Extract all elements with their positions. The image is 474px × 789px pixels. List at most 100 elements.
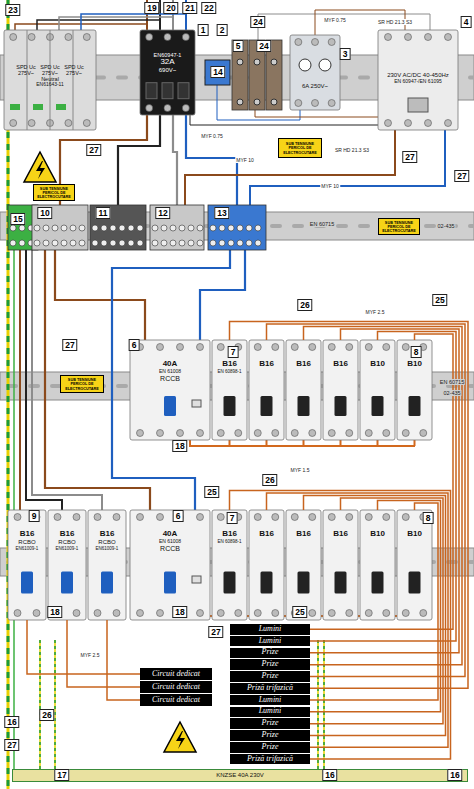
terminal-screw xyxy=(425,120,432,127)
device-body xyxy=(212,510,247,620)
callout-number: 13 xyxy=(214,207,229,219)
terminal-screw xyxy=(137,610,144,617)
wire-label: MYF 0.75 xyxy=(200,133,224,139)
callout-number: 11 xyxy=(96,207,111,219)
terminal-screw xyxy=(272,344,279,351)
device-mcb: B16 xyxy=(249,510,284,620)
terminal-block xyxy=(205,60,230,85)
terminal-screw xyxy=(128,240,134,246)
module-divider xyxy=(27,30,28,130)
circuit-wire xyxy=(230,491,451,760)
terminal-screw xyxy=(420,430,427,437)
toggle-lever xyxy=(224,396,236,416)
device-text: B10 xyxy=(369,530,386,539)
callout-number: 27 xyxy=(402,151,417,163)
terminal-screw xyxy=(309,610,316,617)
terminal-screw xyxy=(83,34,90,41)
wire xyxy=(55,250,145,340)
terminal-screw xyxy=(101,240,107,246)
toggle-lever xyxy=(164,396,176,416)
terminal-screw xyxy=(197,225,203,231)
callout-number: 7 xyxy=(228,346,239,358)
device-mcb: B10 xyxy=(397,510,432,620)
device-body xyxy=(140,30,195,115)
terminal-screw xyxy=(295,39,302,46)
device-text: B16 xyxy=(332,530,349,539)
circuit-label: Circuit dedicat xyxy=(140,668,212,680)
terminal-screw xyxy=(52,225,58,231)
terminal-screw xyxy=(110,225,116,231)
wire xyxy=(173,115,177,205)
device-body xyxy=(323,510,358,620)
device-text: EN 60898-1 xyxy=(216,369,242,374)
device-text: EN 60898-1 xyxy=(216,539,242,544)
dial xyxy=(319,59,331,71)
device-text: Circuit dedicat xyxy=(151,696,201,705)
terminal-screw xyxy=(272,430,279,437)
terminal-screw xyxy=(182,34,189,41)
callout-number: 10 xyxy=(37,207,52,219)
callout-number: 8 xyxy=(423,512,434,524)
device-text: SPD Uc 275V~ xyxy=(38,64,62,76)
terminal-screw xyxy=(217,344,224,351)
terminal-screw xyxy=(197,514,204,521)
callout-number: 6 xyxy=(129,339,140,351)
toggle-lever xyxy=(261,396,273,416)
wire-label: MYF 1.5 xyxy=(290,467,311,473)
callout-number: 27 xyxy=(62,339,77,351)
terminal-screw xyxy=(254,430,261,437)
warning-triangle xyxy=(164,722,196,752)
callout-number: 27 xyxy=(208,626,223,638)
terminal-screw xyxy=(383,610,390,617)
terminal-screw xyxy=(309,430,316,437)
terminal-screw xyxy=(219,240,225,246)
wire xyxy=(317,640,319,769)
terminal-screw xyxy=(254,610,261,617)
terminal-screw xyxy=(14,610,21,617)
terminal-screw xyxy=(137,240,143,246)
terminal-screw xyxy=(170,240,176,246)
terminal-screw xyxy=(272,514,279,521)
circuit-label: Prize xyxy=(230,671,310,682)
terminal-screw xyxy=(65,34,72,41)
device-text: 40A xyxy=(162,360,179,369)
terminal-screw xyxy=(328,610,335,617)
toggle-lever xyxy=(335,396,347,416)
device-text: B16 xyxy=(221,530,238,539)
circuit-wire xyxy=(310,332,456,642)
device-text: B16 xyxy=(295,530,312,539)
callout-number: 24 xyxy=(250,16,265,28)
terminal-screw xyxy=(228,225,234,231)
terminal-screw xyxy=(188,225,194,231)
toggle-lever xyxy=(21,572,33,594)
test-button xyxy=(192,400,201,407)
terminal-screw xyxy=(291,514,298,521)
warning-plate: SUB TENSIUNE PERICOL DE ELECTROCUTARE xyxy=(378,218,420,235)
terminal-screw xyxy=(182,105,189,112)
wire xyxy=(81,14,186,30)
device-text: B16 xyxy=(99,530,116,539)
circuit-label: Priză trifazică xyxy=(230,683,310,694)
rail-slot xyxy=(424,224,436,228)
callout-number: 1 xyxy=(198,24,209,36)
device-text: B10 xyxy=(369,360,386,369)
wire-label: MYF 2.5 xyxy=(365,309,386,315)
wire xyxy=(340,440,342,446)
rail-slot xyxy=(116,76,128,80)
warning-plate: SUB TENSIUNE PERICOL DE ELECTROCUTARE xyxy=(278,138,322,158)
device-body xyxy=(397,340,432,440)
dial xyxy=(299,59,311,71)
wire xyxy=(13,250,15,769)
terminal-screw xyxy=(312,39,319,46)
terminal-screw xyxy=(210,240,216,246)
terminal-screw xyxy=(328,514,335,521)
terminal-screw xyxy=(445,34,452,41)
device-text: Prize xyxy=(261,672,280,681)
callout-number: 18 xyxy=(172,606,187,618)
terminal-screw xyxy=(328,344,335,351)
device-text: Circuit dedicat xyxy=(151,683,201,692)
toggle-lever xyxy=(61,572,73,594)
terminal-screw xyxy=(237,59,243,65)
terminal-screw xyxy=(235,610,242,617)
toggle-lever xyxy=(261,572,273,594)
